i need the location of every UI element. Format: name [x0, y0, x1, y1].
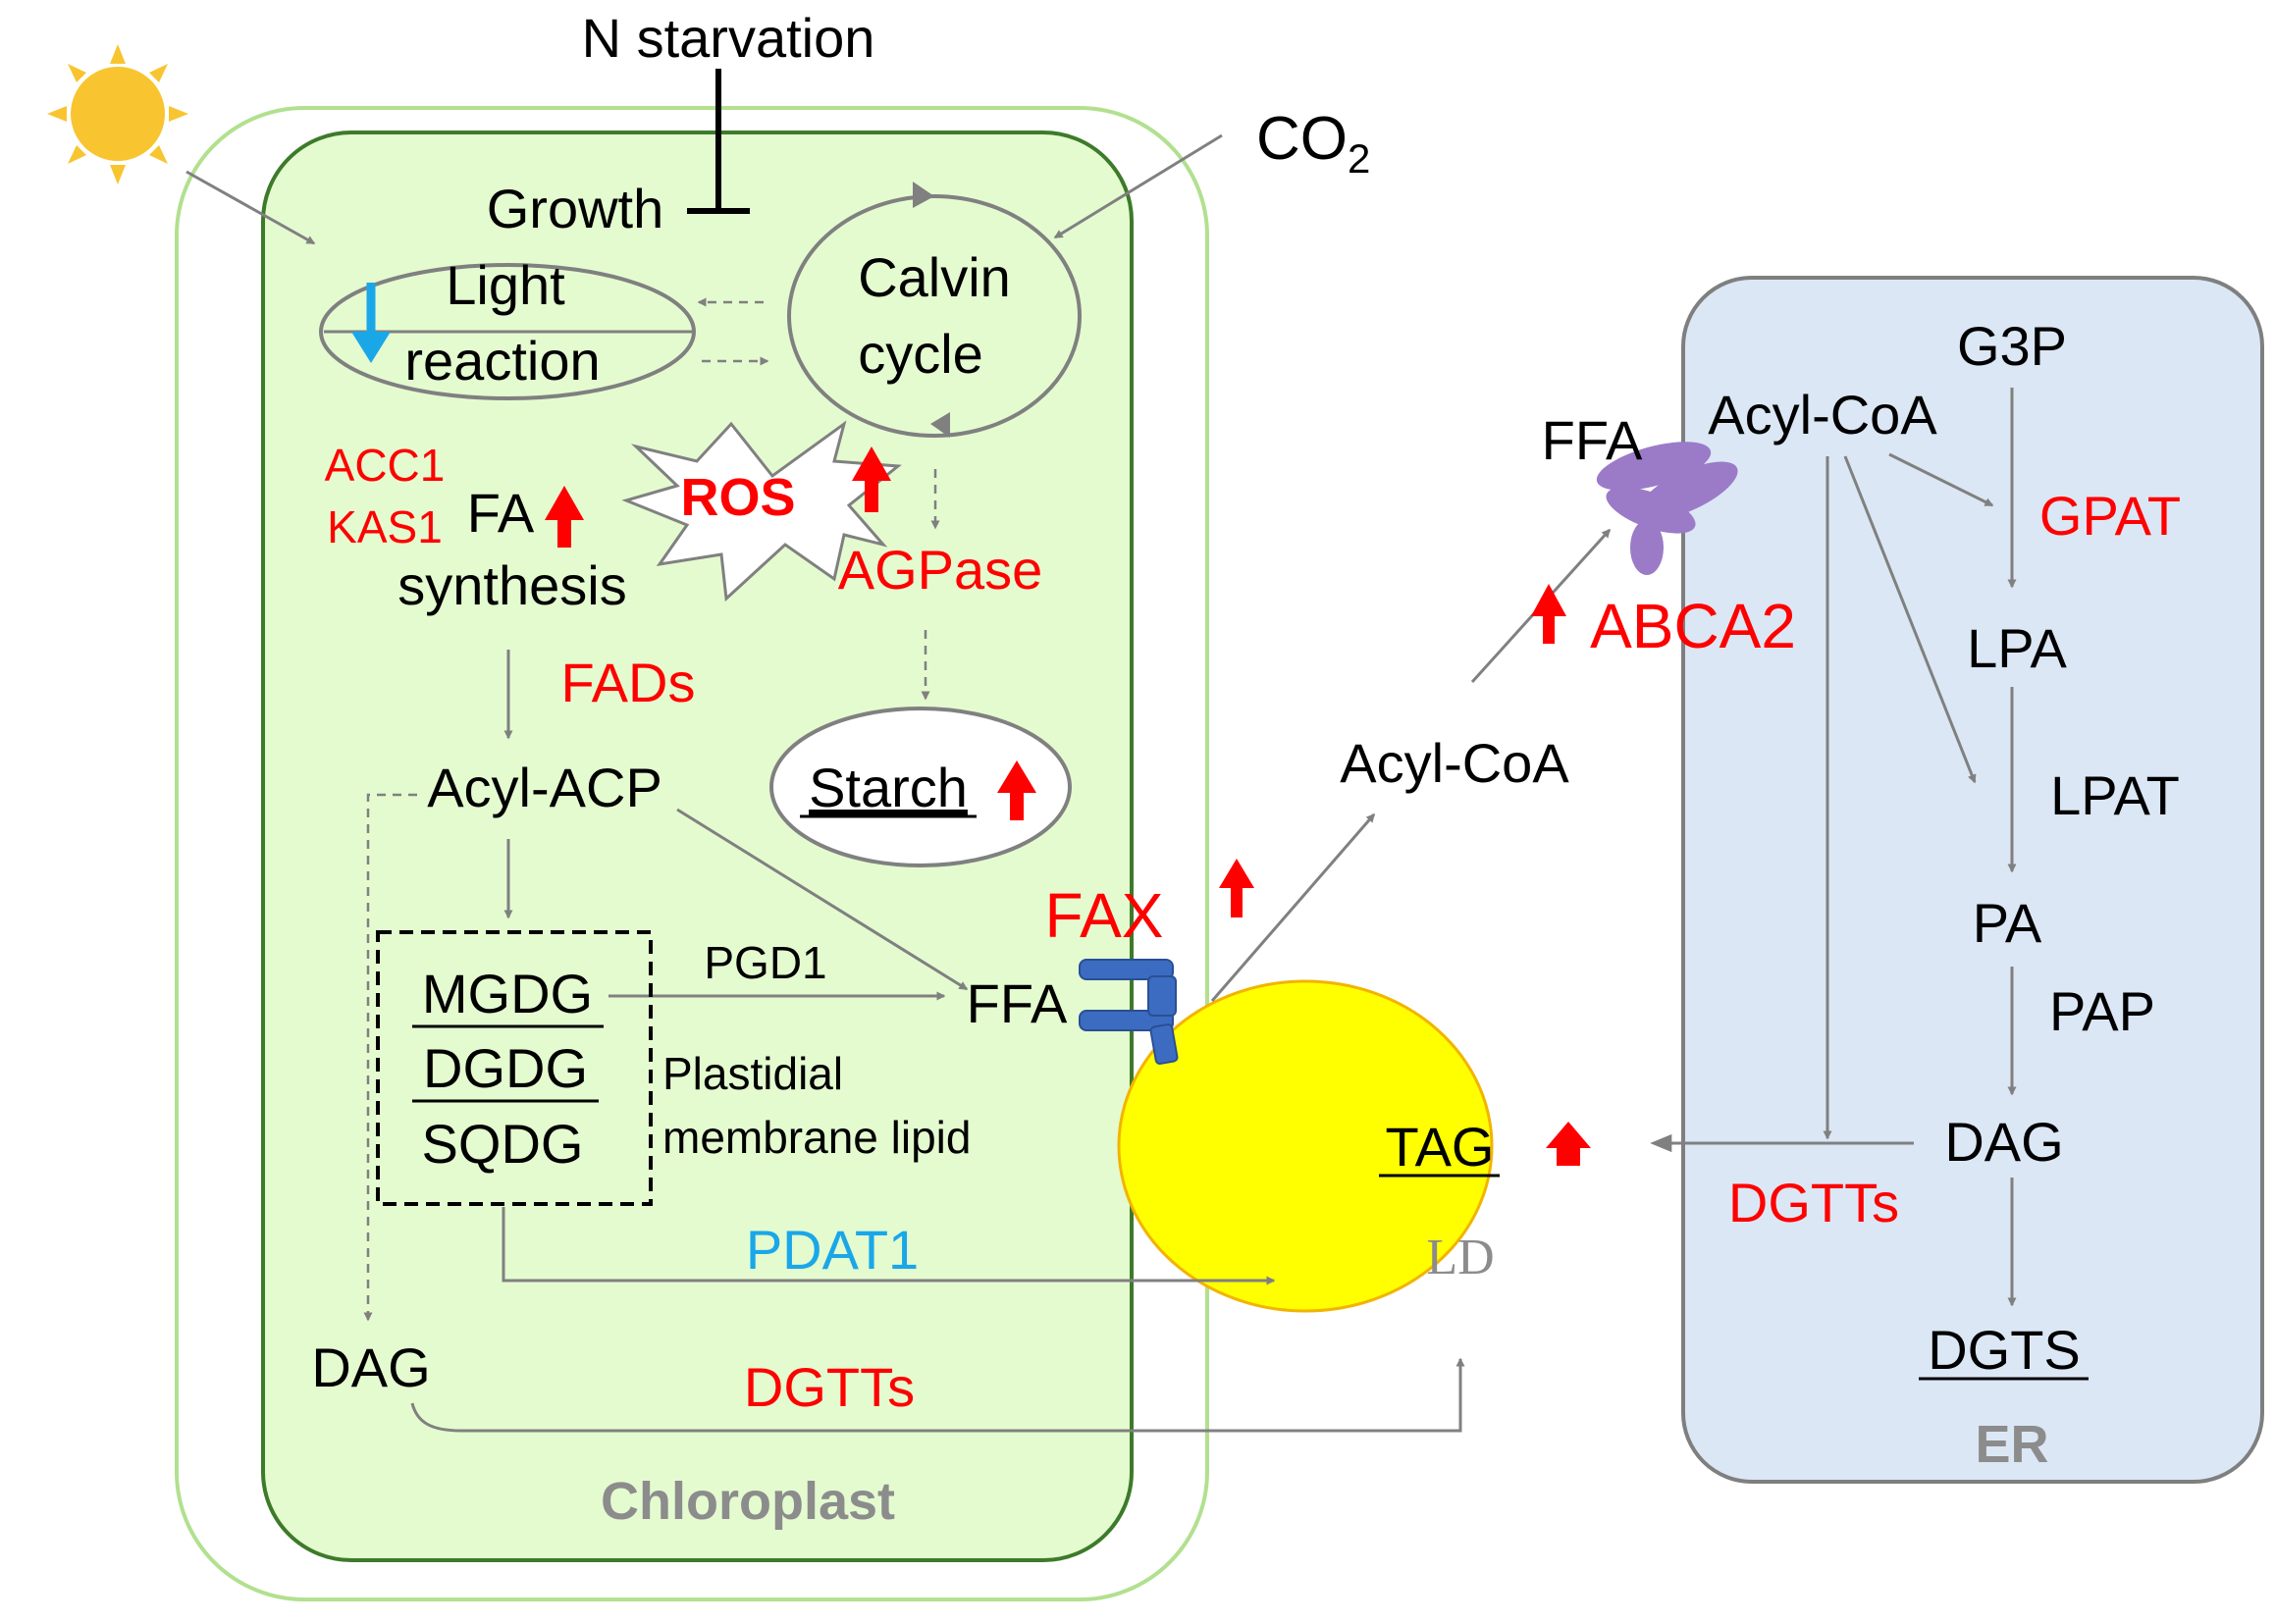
plastid-ffa-label: FFA [967, 972, 1068, 1034]
er-pa-label: PA [1973, 892, 2042, 954]
er [1681, 276, 2264, 1484]
ros-burst [621, 420, 902, 602]
abca2-transporter-icon [1596, 442, 1738, 575]
n-starvation-label: N starvation [582, 7, 875, 69]
up-arrow-fax-icon [1219, 859, 1254, 917]
ld-label: LD [1426, 1230, 1494, 1285]
calvin-cycle-ellipse [787, 182, 1082, 438]
fax-export-arrow [1210, 812, 1376, 1002]
downregulated-arrow-icon [351, 283, 391, 363]
starch-ellipse [769, 707, 1072, 867]
light-reaction-label-1: Light [446, 254, 565, 316]
fads-label: FADs [561, 652, 696, 713]
up-arrow-abca2-icon [1531, 584, 1566, 644]
er-acyl-coa-label: Acyl-CoA [1708, 384, 1937, 445]
cytosol-acyl-coa-label: Acyl-CoA [1340, 732, 1569, 794]
kas1-label: KAS1 [327, 501, 443, 552]
plastid-dgtts-label: DGTTs [744, 1356, 915, 1418]
fa-label: FA [467, 482, 535, 544]
er-dgtts-label: DGTTs [1728, 1172, 1899, 1233]
er-g3p-label: G3P [1957, 315, 2067, 377]
pdat1-arrow [502, 1207, 1276, 1285]
starch-label: Starch [809, 757, 968, 818]
calvin-cycle-label-1: Calvin [858, 246, 1011, 308]
abca2-label: ABCA2 [1590, 591, 1796, 661]
acyl-acp-label: Acyl-ACP [427, 757, 662, 818]
up-arrow-fa-icon [545, 486, 584, 548]
acylcoa-to-gpat-arrow [1888, 452, 1994, 507]
er-gpat-label: GPAT [2039, 485, 2181, 547]
plastidial-label-1: Plastidial [662, 1048, 843, 1099]
growth-label: Growth [487, 178, 664, 239]
er-pap-label: PAP [2049, 980, 2155, 1042]
acc1-label: ACC1 [325, 440, 446, 491]
er-dag-label: DAG [1944, 1111, 2063, 1173]
chloroplast-label: Chloroplast [601, 1472, 895, 1531]
calvin-cycle-label-2: cycle [858, 323, 983, 385]
agpase-label: AGPase [838, 539, 1043, 601]
co2-base: CO [1256, 105, 1348, 173]
pdat1-label: PDAT1 [746, 1219, 919, 1281]
er-dgts-label: DGTS [1928, 1319, 2081, 1381]
ros-label: ROS [680, 468, 795, 527]
membrane-lipid-box [376, 930, 653, 1206]
dgtts-plastid-arrow [410, 1357, 1465, 1433]
lipid-sqdg: SQDG [422, 1113, 584, 1175]
lipid-droplet [1117, 979, 1494, 1313]
fax-transporter-icon [1079, 959, 1179, 1065]
co2-label: CO2 [1256, 105, 1370, 182]
lipid-dgdg: DGDG [423, 1037, 588, 1099]
er-lpa-label: LPA [1967, 617, 2067, 679]
up-arrow-tag-icon [1546, 1122, 1591, 1166]
sunlight-arrow [185, 170, 316, 245]
fax-label: FAX [1045, 880, 1164, 951]
chloroplast-envelope [175, 106, 1209, 1601]
acylcoa-to-pa-arrow [1843, 455, 1977, 784]
plastid-dag-label: DAG [311, 1336, 430, 1398]
er-lpat-label: LPAT [2050, 764, 2180, 826]
pgd1-label: PGD1 [704, 937, 826, 988]
up-arrow-starch-icon [997, 760, 1036, 820]
acylacp-to-ffa-arrow [676, 808, 969, 991]
tag-label: TAG [1386, 1116, 1495, 1178]
er-label: ER [1975, 1415, 2048, 1474]
plastidial-label-2: membrane lipid [662, 1112, 971, 1163]
cytosol-ffa-label: FFA [1542, 409, 1643, 471]
co2-arrow [1053, 133, 1223, 239]
light-reaction-label-2: reaction [404, 330, 600, 392]
acylacp-to-dag-arrow [363, 793, 417, 1322]
lipid-mgdg: MGDG [422, 963, 593, 1024]
sun-icon [47, 44, 188, 184]
co2-subscript: 2 [1348, 135, 1370, 182]
up-arrow-ros-icon [852, 446, 891, 512]
synthesis-label: synthesis [397, 554, 626, 616]
